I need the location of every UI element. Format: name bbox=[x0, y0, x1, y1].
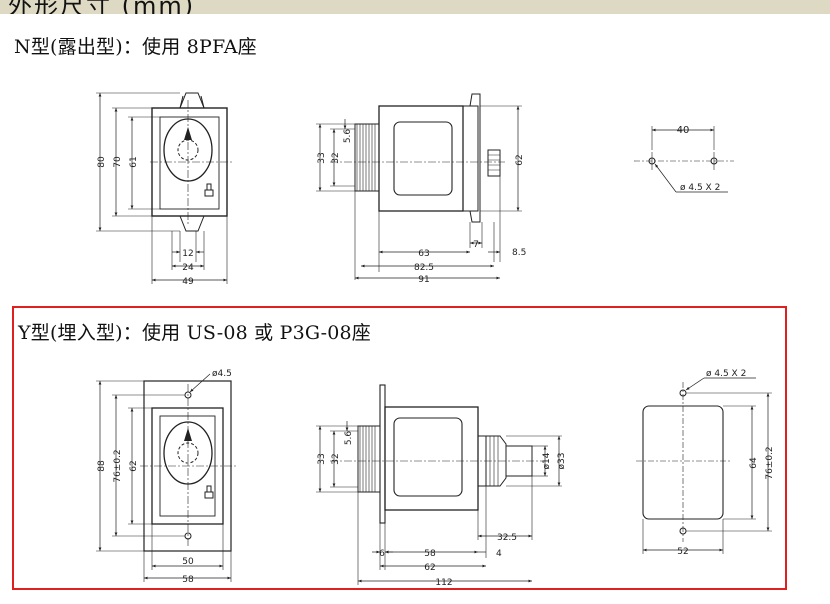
n-front-dim-49: 49 bbox=[182, 277, 194, 287]
n-panel-holes bbox=[634, 126, 734, 193]
y-front-dim-58: 58 bbox=[182, 575, 194, 585]
n-front-dim-61: 61 bbox=[129, 156, 139, 167]
y-side-dim-58: 58 bbox=[424, 549, 436, 559]
y-side-dim-5-6: 5.6 bbox=[344, 431, 354, 446]
top-title-band: 外形尺寸 (mm) bbox=[0, 0, 830, 14]
n-front-dim-12: 12 bbox=[182, 249, 193, 259]
y-side-dim-62: 62 bbox=[424, 563, 435, 573]
y-side-dim-33: 33 bbox=[317, 453, 327, 464]
n-side-dim-82-5: 82.5 bbox=[414, 263, 434, 273]
y-side-dim-dia-14: ø14 bbox=[542, 452, 552, 469]
n-panel-dim-40: 40 bbox=[677, 125, 690, 136]
y-front-dim-88: 88 bbox=[97, 460, 107, 472]
n-panel-hole-note: ø 4.5 X 2 bbox=[680, 183, 720, 193]
y-side-dim-4: 4 bbox=[496, 549, 502, 559]
page-title: 外形尺寸 (mm) bbox=[8, 0, 196, 14]
y-side-dim-dia-33: ø33 bbox=[557, 453, 567, 470]
n-side-view bbox=[316, 93, 522, 280]
y-front-hole-label: ø4.5 bbox=[212, 369, 232, 379]
n-front-dim-70: 70 bbox=[113, 156, 123, 168]
y-cutout-dim-52: 52 bbox=[677, 547, 688, 557]
n-side-dim-63: 63 bbox=[418, 249, 429, 259]
n-side-dim-91: 91 bbox=[418, 275, 429, 285]
n-side-dim-5-6: 5.6 bbox=[343, 129, 353, 144]
y-cutout-dim-76: 76±0.2 bbox=[765, 446, 775, 479]
n-side-dim-32: 32 bbox=[331, 152, 341, 163]
n-front-view bbox=[96, 92, 232, 284]
n-side-dim-7: 7 bbox=[473, 240, 479, 250]
n-side-dim-62: 62 bbox=[515, 154, 525, 165]
y-type-heading: Y型(埋入型)：使用 US-08 或 P3G-08座 bbox=[18, 322, 372, 344]
y-type-highlight-frame bbox=[12, 306, 787, 590]
y-cutout-hole-note: ø 4.5 X 2 bbox=[706, 369, 746, 379]
y-side-dim-32-5: 32.5 bbox=[497, 533, 517, 543]
y-side-view bbox=[316, 384, 562, 585]
n-side-dim-33: 33 bbox=[317, 152, 327, 163]
y-panel-cutout bbox=[636, 377, 772, 554]
y-side-dim-6: 6 bbox=[379, 549, 385, 559]
y-side-dim-32: 32 bbox=[331, 453, 341, 464]
y-side-dim-112: 112 bbox=[435, 578, 452, 588]
n-front-dim-80: 80 bbox=[97, 156, 107, 168]
y-front-view bbox=[96, 373, 236, 582]
y-cutout-dim-64: 64 bbox=[749, 457, 759, 469]
y-front-dim-50: 50 bbox=[182, 557, 194, 567]
y-front-dim-62: 62 bbox=[129, 460, 139, 471]
n-type-heading: N型(露出型)：使用 8PFA座 bbox=[14, 36, 257, 58]
n-side-dim-8-5: 8.5 bbox=[512, 248, 526, 258]
y-front-dim-76: 76±0.2 bbox=[113, 449, 123, 482]
n-front-dim-24: 24 bbox=[182, 263, 194, 273]
